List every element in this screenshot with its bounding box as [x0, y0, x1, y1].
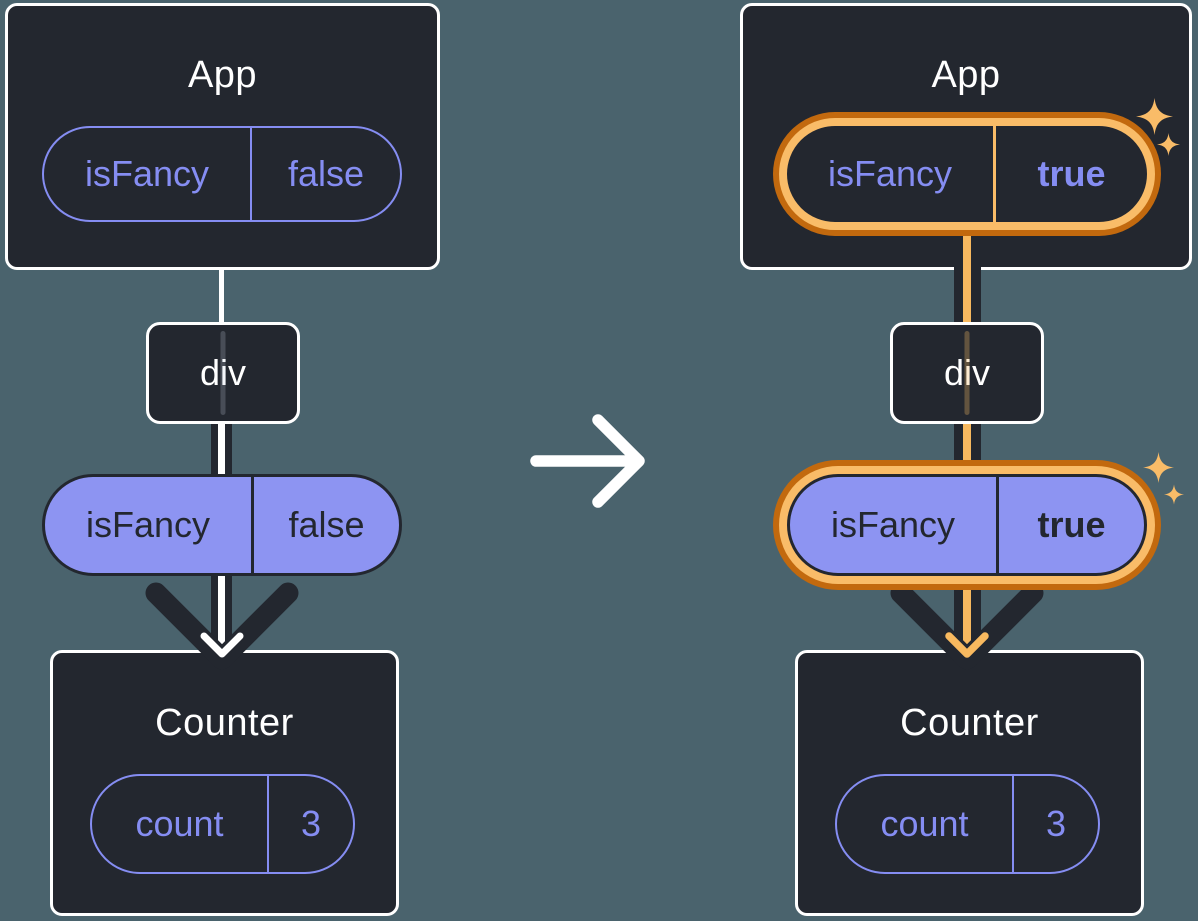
prop-name-label: isFancy — [830, 504, 956, 545]
prop-value-label: false — [251, 477, 399, 573]
sparkle-icon — [1164, 484, 1184, 505]
sparkle-icon — [1157, 133, 1180, 156]
app-state-pill-before: isFancy false — [42, 126, 402, 222]
counter-title-before: Counter — [155, 702, 294, 744]
count-value-label: 3 — [1012, 776, 1098, 872]
down-chevron-arrow-icon — [145, 582, 299, 670]
count-value-label: 3 — [267, 776, 353, 872]
passed-prop-pill-before: isFancy false — [42, 474, 402, 576]
counter-state-pill-after: count 3 — [835, 774, 1100, 874]
connector-app-div-before — [219, 267, 224, 325]
pass-through-line — [220, 331, 226, 415]
state-value-label: false — [250, 128, 400, 220]
app-state-pill-after: isFancy true — [779, 118, 1155, 230]
div-node-after: div — [890, 322, 1044, 424]
div-label-after: div — [943, 352, 991, 393]
prop-name-label: isFancy — [85, 504, 211, 545]
down-chevron-arrow-icon — [890, 582, 1044, 670]
passed-prop-pill-after: isFancy true — [787, 474, 1147, 576]
sparkle-icon — [1136, 98, 1173, 135]
counter-state-pill-before: count 3 — [90, 774, 355, 874]
transition-right-arrow-icon — [530, 414, 645, 508]
div-label-before: div — [199, 352, 247, 393]
app-title-before: App — [187, 54, 258, 96]
sparkle-icon — [1143, 452, 1174, 483]
state-name-label: isFancy — [827, 153, 953, 194]
prop-value-label: true — [996, 477, 1144, 573]
pass-through-line — [964, 331, 970, 415]
prop-flow-core-upper-after — [963, 230, 971, 324]
div-node-before: div — [146, 322, 300, 424]
count-name-label: count — [880, 803, 969, 844]
counter-title-after: Counter — [900, 702, 1039, 744]
app-title-after: App — [931, 54, 1001, 96]
state-name-label: isFancy — [84, 153, 210, 194]
state-value-label: true — [993, 126, 1147, 222]
count-name-label: count — [135, 803, 224, 844]
counter-card-after — [795, 650, 1144, 916]
